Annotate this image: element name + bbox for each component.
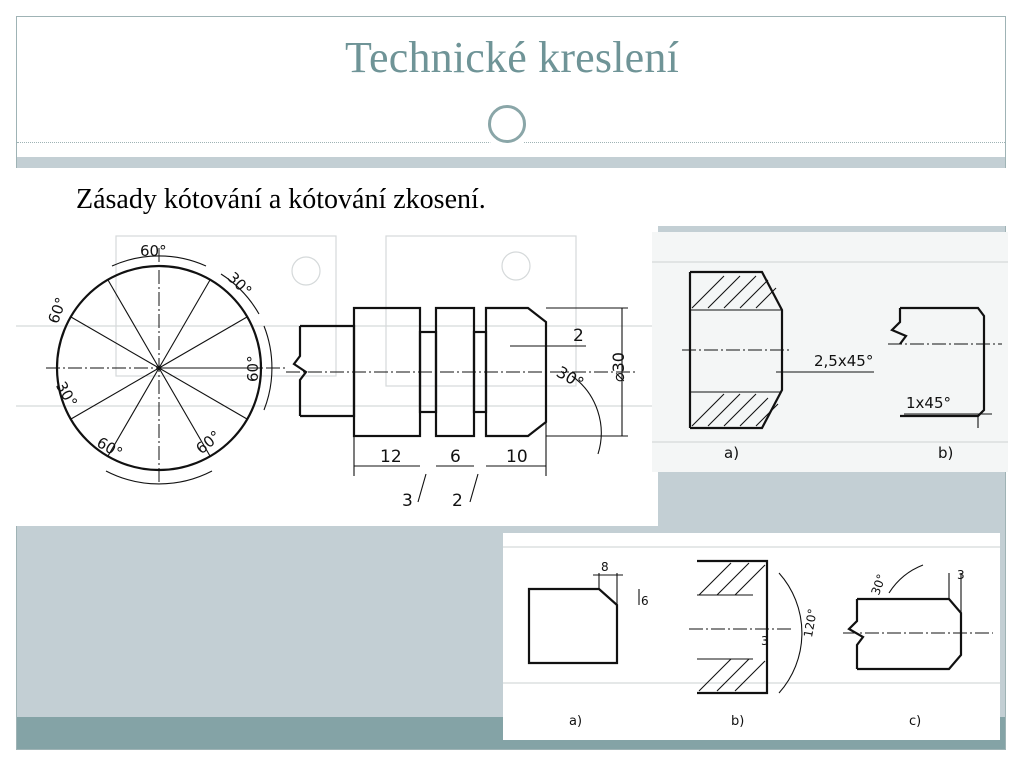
dim-label-12: 12: [380, 447, 402, 467]
shaft-end-outline: [900, 306, 986, 418]
angle-label-60-top: 60°: [140, 242, 167, 260]
angle-arc-30: [571, 375, 602, 455]
angle-arc: [220, 273, 260, 315]
view-label-b: b): [731, 714, 744, 729]
angle-label-30-right: 30°: [224, 268, 256, 300]
dim-label-120deg: 120°: [801, 608, 820, 639]
dim-label-6: 6: [450, 447, 461, 467]
leader-line-3: [417, 473, 427, 503]
shaft-break-line: [292, 326, 308, 416]
angle-label-60-right: 60°: [244, 355, 262, 382]
slide-subtitle: Zásady kótování a kótování zkosení.: [76, 184, 486, 215]
shaft-end-break: [890, 308, 908, 345]
angle-label-60-lower-right: 60°: [192, 427, 224, 458]
view-label-c: c): [909, 714, 921, 729]
dim-label-30deg: 30°: [553, 362, 587, 393]
chamfer-figure-abc: 8 6 a) 120° 3 b) 30° 3 c): [503, 533, 1000, 740]
dimensioning-figure: 60° 30° 60° 60° 60° 30° 60° 2 30° ⌀30 12…: [16, 226, 658, 526]
leader-line-2: [469, 473, 479, 503]
angle-label-60-left: 60°: [44, 295, 70, 326]
hatching-b: [698, 562, 766, 692]
dimensioning-drawing: 60° 30° 60° 60° 60° 30° 60° 2 30° ⌀30 12…: [16, 235, 658, 511]
background-sketch-circle: [501, 251, 531, 281]
dim-label-2-groove: 2: [452, 491, 463, 511]
background-sketch-rect: [385, 235, 577, 387]
angle-arc: [263, 325, 273, 411]
dim-label-30deg-c: 30°: [868, 572, 888, 597]
dim-label-10: 10: [506, 447, 528, 467]
background-sketch-rect: [115, 235, 337, 377]
angle-arc-120: [778, 572, 803, 694]
chamfer-label-2-5x45: 2,5x45°: [814, 352, 873, 370]
chamfer-drawing-abc: 8 6 a) 120° 3 b) 30° 3 c): [503, 546, 1000, 729]
part-b-outline: [697, 559, 769, 695]
background-sketch-circle: [291, 256, 321, 286]
angle-arc: [105, 470, 213, 485]
dim-label-3-c: 3: [957, 568, 965, 582]
dim-label-diameter-30: ⌀30: [609, 352, 628, 382]
ornament-ring: [488, 105, 526, 143]
shaft-left-segment: [300, 324, 356, 418]
dim-label-3: 3: [402, 491, 413, 511]
view-label-a: a): [724, 444, 739, 462]
subtitle-background: [0, 168, 1024, 226]
dim-label-2: 2: [573, 326, 584, 346]
view-label-a: a): [569, 714, 582, 729]
dim-label-3-b: 3: [761, 634, 769, 648]
angle-arc-30: [888, 564, 924, 594]
dim-label-6: 6: [641, 594, 649, 608]
hatching-bottom: [691, 393, 779, 427]
slide-title: Technické kreslení: [344, 33, 680, 82]
hatching-top: [691, 275, 777, 309]
dim-label-8: 8: [601, 560, 609, 574]
angle-label-60-lower-left: 60°: [94, 433, 126, 462]
angle-arc: [111, 255, 207, 267]
radial-lines: [70, 279, 261, 457]
view-label-b: b): [938, 444, 953, 462]
part-c-outline: [857, 597, 963, 671]
chamfer-figure-ab: 2,5x45° a) 1x45° b): [652, 232, 1008, 472]
part-c-break: [847, 599, 865, 669]
chamfer-label-1x45: 1x45°: [906, 394, 951, 412]
part-a-outline: [527, 587, 619, 665]
chamfer-drawing-ab: 2,5x45° a) 1x45° b): [652, 261, 1008, 462]
